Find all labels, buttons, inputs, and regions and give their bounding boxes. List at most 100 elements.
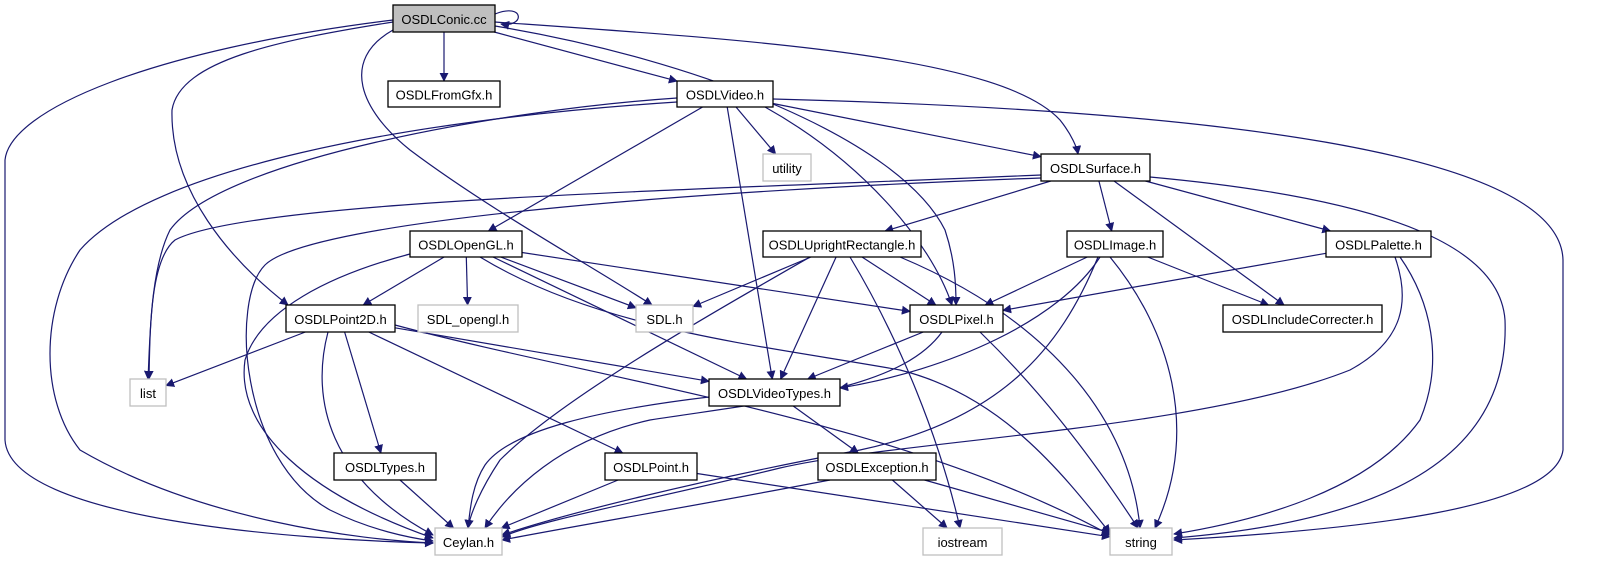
edge-surface-to-image bbox=[1098, 180, 1115, 232]
node-box bbox=[922, 527, 1003, 556]
edge-image-to-inccorr bbox=[1147, 256, 1270, 307]
edge-opengl-to-ceylan bbox=[243, 253, 434, 540]
node-label: OSDLIncludeCorrecter.h bbox=[1232, 312, 1374, 327]
node-box bbox=[708, 378, 841, 407]
node-utility: utility bbox=[762, 153, 812, 182]
edge-upright-to-iostream bbox=[849, 256, 963, 529]
edge-conic-to-surface bbox=[494, 21, 1082, 155]
edges-layer bbox=[4, 10, 1564, 548]
node-box bbox=[604, 452, 698, 481]
edge-image-to-pixel bbox=[984, 256, 1088, 306]
node-box bbox=[1325, 230, 1432, 258]
edge-opengl-to-sdl bbox=[500, 256, 637, 310]
edge-videotypes-to-exception bbox=[792, 405, 860, 454]
edge-video-to-videotypes bbox=[726, 106, 776, 380]
node-palette[interactable]: OSDLPalette.h bbox=[1325, 230, 1432, 258]
edge-surface-to-inccorr bbox=[1113, 180, 1285, 306]
edge-upright-to-pixel bbox=[861, 256, 937, 306]
node-sdlopengl: SDL_opengl.h bbox=[417, 304, 519, 333]
node-videotypes[interactable]: OSDLVideoTypes.h bbox=[708, 378, 841, 407]
edge-point2d-to-point bbox=[368, 331, 624, 454]
node-list: list bbox=[129, 378, 167, 407]
edge-palette-to-string bbox=[1173, 256, 1434, 538]
edge-conic-to-pixel bbox=[494, 25, 961, 306]
edge-pixel-to-ceylan bbox=[484, 331, 943, 529]
node-box bbox=[1222, 304, 1383, 333]
edge-exception-to-iostream bbox=[892, 479, 948, 529]
node-box bbox=[285, 304, 396, 333]
node-image[interactable]: OSDLImage.h bbox=[1066, 230, 1164, 258]
edge-surface-to-string bbox=[1149, 176, 1506, 542]
edge-pixel-to-string bbox=[979, 331, 1139, 529]
node-box bbox=[1066, 230, 1164, 258]
node-box bbox=[387, 80, 501, 108]
edge-surface-to-ceylan bbox=[245, 177, 1042, 545]
node-label: SDL_opengl.h bbox=[427, 312, 509, 327]
node-label: OSDLTypes.h bbox=[345, 460, 425, 475]
node-box bbox=[129, 378, 167, 407]
edge-conic-to-sdl bbox=[361, 29, 653, 306]
node-box bbox=[1040, 153, 1151, 182]
node-pixel[interactable]: OSDLPixel.h bbox=[909, 304, 1004, 333]
node-iostream: iostream bbox=[922, 527, 1003, 556]
edge-point2d-to-types bbox=[344, 331, 383, 454]
node-fromgfx[interactable]: OSDLFromGfx.h bbox=[387, 80, 501, 108]
edge-image-to-string bbox=[1109, 256, 1178, 529]
node-point2d[interactable]: OSDLPoint2D.h bbox=[285, 304, 396, 333]
node-box bbox=[434, 527, 503, 556]
edge-videotypes-to-ceylan bbox=[464, 396, 710, 529]
node-box bbox=[909, 304, 1004, 333]
edge-image-to-ceylan bbox=[501, 256, 1099, 537]
edge-video-to-pixel bbox=[764, 106, 954, 306]
node-label: OSDLPoint2D.h bbox=[294, 312, 387, 327]
node-label: Ceylan.h bbox=[443, 535, 494, 550]
edge-upright-to-sdl bbox=[692, 256, 812, 308]
node-opengl[interactable]: OSDLOpenGL.h bbox=[409, 230, 523, 258]
node-label: OSDLPalette.h bbox=[1335, 238, 1422, 253]
node-video[interactable]: OSDLVideo.h bbox=[676, 80, 774, 108]
edge-opengl-to-point2d bbox=[362, 256, 445, 306]
edge-conic-to-point2d bbox=[171, 21, 394, 306]
node-sdl: SDL.h bbox=[635, 304, 694, 333]
node-box bbox=[817, 452, 937, 481]
node-types[interactable]: OSDLTypes.h bbox=[333, 452, 437, 481]
node-label: OSDLPixel.h bbox=[919, 312, 993, 327]
node-label: list bbox=[140, 386, 156, 401]
edge-video-to-utility bbox=[735, 106, 777, 155]
node-label: string bbox=[1125, 535, 1157, 550]
edge-upright-to-string bbox=[899, 256, 1144, 529]
node-string: string bbox=[1109, 527, 1173, 556]
node-inccorr[interactable]: OSDLIncludeCorrecter.h bbox=[1222, 304, 1383, 333]
node-conic[interactable]: OSDLConic.cc bbox=[392, 4, 496, 33]
edge-palette-to-pixel bbox=[1002, 252, 1327, 314]
node-point[interactable]: OSDLPoint.h bbox=[604, 452, 698, 481]
edge-video-to-string bbox=[772, 98, 1564, 545]
node-upright[interactable]: OSDLUprightRectangle.h bbox=[762, 230, 922, 258]
node-box bbox=[635, 304, 694, 333]
node-label: iostream bbox=[938, 535, 988, 550]
node-label: OSDLOpenGL.h bbox=[418, 238, 513, 253]
node-box bbox=[392, 4, 496, 33]
node-box bbox=[676, 80, 774, 108]
edge-video-to-opengl bbox=[487, 106, 703, 232]
edge-image-to-videotypes bbox=[839, 256, 1101, 392]
node-exception[interactable]: OSDLException.h bbox=[817, 452, 937, 481]
edge-upright-to-videotypes bbox=[779, 256, 837, 380]
edge-pixel-to-videotypes bbox=[806, 331, 924, 381]
edge-conic-to-video bbox=[494, 31, 678, 84]
node-label: OSDLException.h bbox=[825, 460, 928, 475]
node-surface[interactable]: OSDLSurface.h bbox=[1040, 153, 1151, 182]
edge-opengl-to-string bbox=[479, 256, 1111, 534]
edge-surface-to-list bbox=[144, 174, 1042, 380]
edge-surface-to-palette bbox=[1145, 180, 1332, 234]
edge-opengl-to-videotypes bbox=[492, 256, 748, 380]
edge-point-to-string bbox=[696, 472, 1111, 541]
edge-conic-to-conic bbox=[494, 10, 519, 30]
node-label: utility bbox=[772, 161, 802, 176]
edge-exception-to-string bbox=[924, 479, 1111, 535]
edge-opengl-to-pixel bbox=[521, 251, 911, 315]
node-label: OSDLConic.cc bbox=[401, 12, 487, 27]
node-label: OSDLPoint.h bbox=[613, 460, 689, 475]
